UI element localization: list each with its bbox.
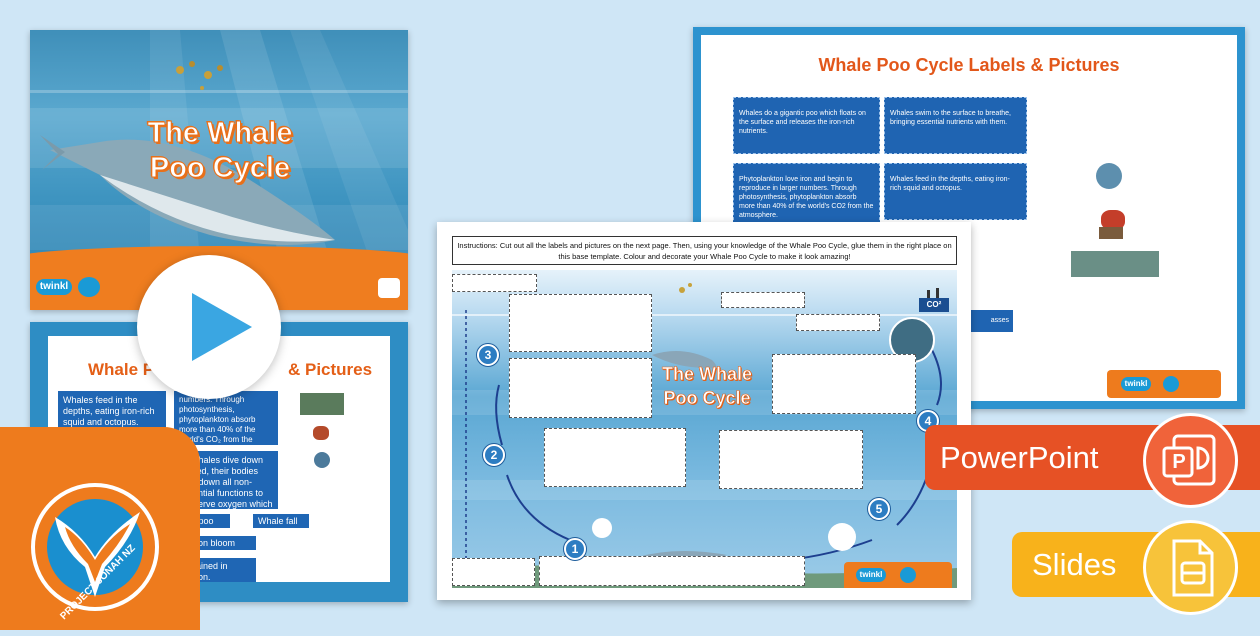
twinkl-logo: twinkl — [856, 568, 886, 582]
label-drop-zone[interactable] — [452, 558, 535, 586]
instructions: Instructions: Cut out all the labels and… — [452, 236, 957, 265]
step-number-3: 3 — [477, 344, 499, 366]
play-button[interactable] — [137, 255, 281, 399]
label-drop-zone[interactable] — [544, 428, 686, 487]
step-number-1: 1 — [564, 538, 586, 560]
label-drop-zone[interactable] — [796, 314, 880, 331]
slide-heading-right: & Pictures — [288, 360, 373, 379]
twinkl-logo: twinkl — [36, 279, 72, 295]
seafloor-picture — [1071, 251, 1159, 277]
slide-heading: Whale Poo Cycle Labels & Pictures — [818, 55, 1120, 75]
play-icon — [192, 293, 252, 361]
label-card: Whales do a gigantic poo which floats on… — [733, 97, 880, 154]
label-drop-zone[interactable] — [509, 294, 652, 352]
footer-banner: twinkl — [1107, 370, 1221, 398]
curriculum-badge-icon — [378, 278, 400, 298]
label-drop-zone[interactable] — [452, 274, 537, 292]
slide-heading-left: Whale Po — [88, 360, 165, 379]
label-drop-zone[interactable] — [721, 292, 805, 308]
squid-picture — [313, 426, 329, 440]
project-jonah-logo — [31, 483, 159, 611]
twinkl-logo: twinkl — [1121, 377, 1151, 391]
label-card: Whales swim to the surface to breathe, b… — [884, 97, 1027, 154]
label-drop-zone[interactable] — [539, 556, 805, 586]
label-card: Phytoplankton love iron and begin to rep… — [733, 163, 880, 225]
phytoplankton-picture — [314, 452, 330, 468]
label-card: numbers. Through photosynthesis, phytopl… — [174, 391, 278, 454]
label-drop-zone[interactable] — [772, 354, 916, 414]
powerpoint-letter: P — [1172, 451, 1186, 473]
footer-banner: twinkl — [844, 562, 952, 588]
label-card: Whale fall — [253, 514, 309, 528]
label-drop-zone[interactable] — [719, 430, 863, 489]
slide-title: The Whale Poo Cycle — [147, 117, 293, 185]
powerpoint-label: PowerPoint — [940, 440, 1099, 475]
whale-tail-logo-icon — [900, 567, 916, 583]
slides-file-icon — [1172, 539, 1214, 597]
base-template-worksheet[interactable]: Instructions: Cut out all the labels and… — [437, 222, 971, 600]
project-jonah-panel: PROJECT JONAH NZ — [0, 427, 200, 630]
label-card: Whales feed in the depths, eating iron-r… — [884, 163, 1027, 220]
google-slides-icon — [1143, 520, 1238, 615]
ocean-floor-picture — [300, 393, 344, 415]
slide-content: Whale Po & Pictures Whales feed in the d… — [48, 336, 390, 582]
phytoplankton-picture — [1096, 163, 1122, 189]
cycle-title: The Whale Poo Cycle — [661, 364, 753, 409]
co2-label: CO² — [919, 298, 949, 312]
step-number-5: 5 — [868, 498, 890, 520]
ocean-background: CO² The Whale Poo Cycle 1 2 3 4 5 twinkl — [452, 270, 957, 588]
whale-tail-logo-icon — [1163, 376, 1179, 392]
powerpoint-file-icon — [1162, 434, 1216, 486]
ocean-light-rays — [30, 30, 408, 260]
google-slides-label: Slides — [1032, 547, 1117, 582]
label-drop-zone[interactable] — [509, 358, 652, 418]
powerpoint-icon: P — [1143, 413, 1238, 508]
step-number-2: 2 — [483, 444, 505, 466]
whale-tail-logo-icon — [78, 277, 100, 297]
squid-picture — [1101, 210, 1125, 230]
whale-fall-picture — [1099, 227, 1123, 239]
